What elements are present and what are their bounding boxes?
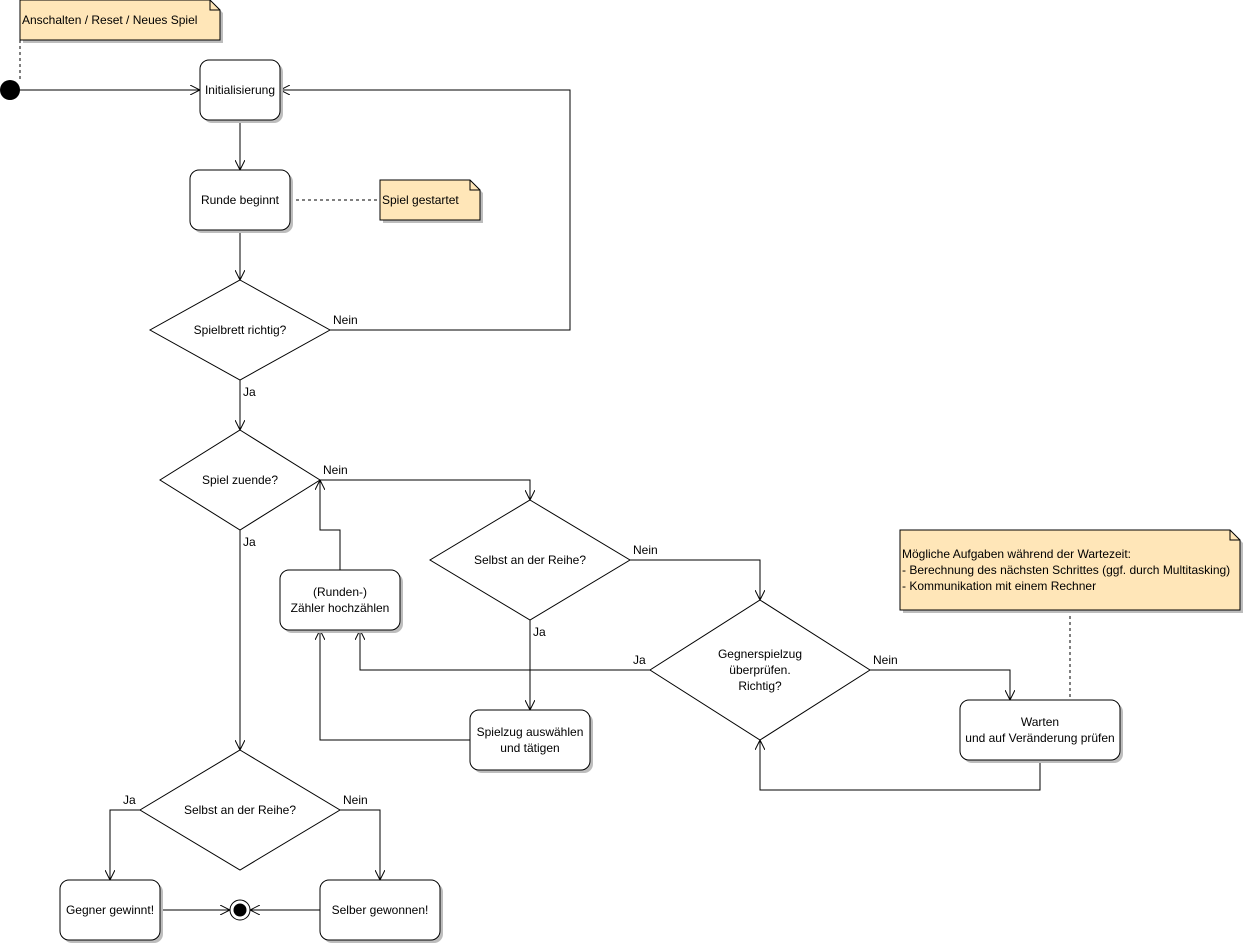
action-runde-beginnt-label: Runde beginnt	[201, 193, 280, 207]
edge-final-nein	[340, 809, 380, 880]
action-gegner-gewinnt: Gegner gewinnt!	[59, 879, 163, 943]
action-zaehler-line2: Zähler hochzählen	[291, 601, 390, 615]
label-final-nein: Nein	[343, 793, 368, 807]
action-warten: Warten und auf Veränderung prüfen	[959, 699, 1123, 763]
edge-final-ja	[110, 809, 140, 880]
edge-wait-check	[760, 740, 1041, 791]
edges	[10, 40, 1071, 910]
decision-spiel-zuende-label: Spiel zuende?	[202, 473, 278, 487]
note-start-text: Anschalten / Reset / Neues Spiel	[22, 13, 197, 27]
action-selber-gewonnen: Selber gewonnen!	[319, 879, 443, 943]
decision-gegnerspielzug: Gegnerspielzug überprüfen. Richtig?	[649, 599, 871, 741]
note-wait-line3: - Kommunikation mit einem Rechner	[902, 579, 1096, 593]
decision-gegnerspielzug-line3: Richtig?	[738, 679, 782, 693]
action-initialisierung: Initialisierung	[199, 59, 283, 123]
edge-check-ja	[360, 630, 650, 671]
edge-gameover-nein	[320, 479, 530, 500]
label-final-ja: Ja	[123, 793, 136, 807]
note-wait: Mögliche Aufgaben während der Wartezeit:…	[899, 529, 1243, 613]
note-start: Anschalten / Reset / Neues Spiel	[19, 0, 223, 43]
action-warten-line1: Warten	[1021, 715, 1059, 729]
label-myturn-ja: Ja	[533, 625, 546, 639]
edge-counter-gameover	[320, 480, 341, 570]
initial-node	[0, 80, 20, 100]
label-gameover-nein: Nein	[323, 463, 348, 477]
edge-check-nein	[870, 669, 1010, 700]
decision-selbst-an-der-reihe-label: Selbst an der Reihe?	[474, 553, 586, 567]
final-node	[229, 899, 251, 921]
edge-board-nein	[280, 90, 571, 331]
label-board-nein: Nein	[333, 313, 358, 327]
label-check-nein: Nein	[873, 653, 898, 667]
action-spielzug-line1: Spielzug auswählen	[477, 725, 584, 739]
action-zaehler: (Runden-) Zähler hochzählen	[279, 569, 403, 633]
label-check-ja: Ja	[633, 653, 646, 667]
note-wait-line2: - Berechnung des nächsten Schrittes (ggf…	[902, 563, 1230, 577]
action-selber-gewonnen-label: Selber gewonnen!	[332, 903, 429, 917]
note-started: Spiel gestartet	[379, 179, 483, 223]
decision-selbst-an-der-reihe: Selbst an der Reihe?	[429, 499, 631, 621]
label-myturn-nein: Nein	[633, 543, 658, 557]
edge-move-counter	[320, 630, 470, 741]
action-spielzug: Spielzug auswählen und tätigen	[469, 709, 593, 773]
label-gameover-ja: Ja	[243, 535, 256, 549]
action-gegner-gewinnt-label: Gegner gewinnt!	[66, 903, 154, 917]
label-board-ja: Ja	[243, 385, 256, 399]
action-runde-beginnt: Runde beginnt	[189, 169, 293, 233]
edge-myturn-nein	[630, 559, 760, 600]
decision-final-reihe-label: Selbst an der Reihe?	[184, 803, 296, 817]
decision-gegnerspielzug-line2: überprüfen.	[729, 663, 790, 677]
action-zaehler-line1: (Runden-)	[313, 585, 367, 599]
edge-labels: Nein Ja Nein Ja Nein Ja Ja Nein Ja Nein	[123, 313, 898, 807]
action-spielzug-line2: und tätigen	[500, 741, 559, 755]
decision-spielbrett: Spielbrett richtig?	[148, 279, 332, 381]
action-warten-line2: und auf Veränderung prüfen	[965, 731, 1114, 745]
decision-spielbrett-label: Spielbrett richtig?	[194, 323, 287, 337]
decision-spiel-zuende: Spiel zuende?	[159, 429, 321, 531]
note-wait-line1: Mögliche Aufgaben während der Wartezeit:	[902, 547, 1131, 561]
decision-final-reihe: Selbst an der Reihe?	[139, 749, 341, 871]
decision-gegnerspielzug-line1: Gegnerspielzug	[718, 647, 802, 661]
note-started-text: Spiel gestartet	[382, 193, 459, 207]
action-initialisierung-label: Initialisierung	[205, 83, 275, 97]
